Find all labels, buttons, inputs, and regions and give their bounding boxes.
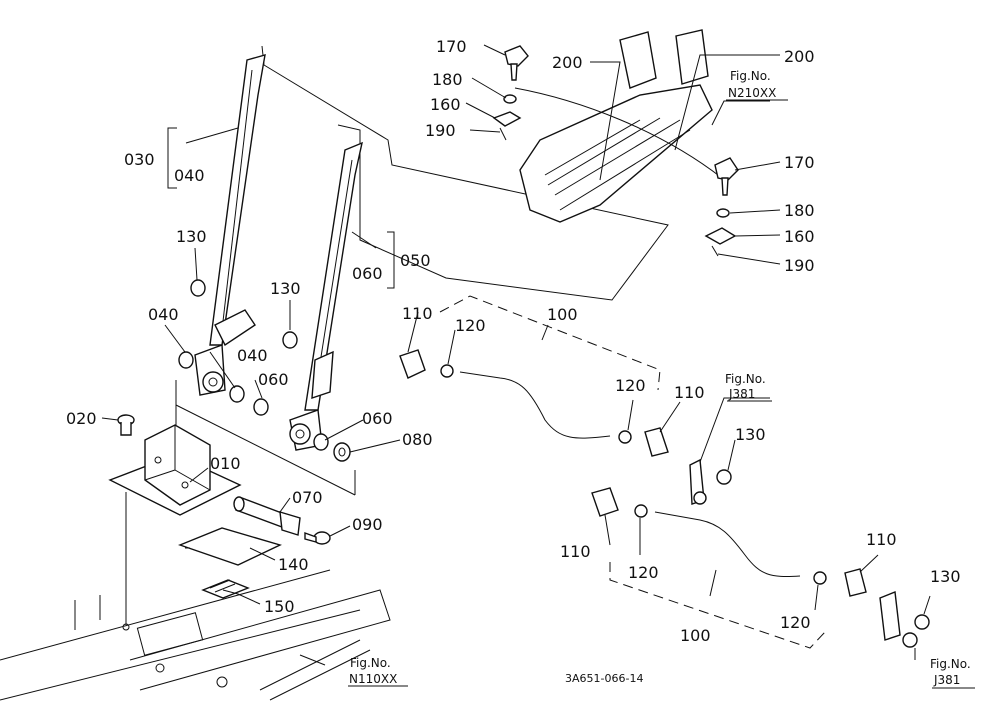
callout: 060: [352, 264, 383, 283]
figure-ref-line2: J381: [933, 673, 960, 687]
callout: 070: [292, 488, 323, 507]
figure-ref-n210xx: Fig.No. N210XX: [728, 69, 776, 100]
callout: 160: [784, 227, 815, 246]
pedal-assembly: [519, 29, 713, 223]
callout: 040: [174, 166, 205, 185]
callout: 040: [237, 346, 268, 365]
figure-ref-line1: Fig.No.: [350, 656, 391, 670]
figure-ref-line2: J381: [728, 387, 755, 401]
callout: 170: [436, 37, 467, 56]
drawing-code: 3A651-066-14: [565, 672, 643, 685]
bolt-020: [117, 414, 135, 436]
callout: 100: [547, 305, 578, 324]
callout: 110: [674, 383, 705, 402]
callout: 200: [552, 53, 583, 72]
callout: 130: [176, 227, 207, 246]
knob-170-lower: [704, 157, 739, 257]
callout: 010: [210, 454, 241, 473]
callout: 130: [930, 567, 961, 586]
callout: 110: [866, 530, 897, 549]
callout: 130: [270, 279, 301, 298]
figure-ref-j381-upper: Fig.No. J381: [725, 372, 766, 401]
assembly-outline: [261, 45, 669, 301]
callout: 040: [148, 305, 179, 324]
lever-060: [289, 141, 363, 451]
callout: 150: [264, 597, 295, 616]
callout: 050: [400, 251, 431, 270]
leader-lines: [101, 44, 931, 666]
bracket-010: [108, 424, 242, 516]
bolt-090: [304, 531, 331, 545]
cable-group-lower: [609, 562, 826, 649]
callout: 120: [780, 613, 811, 632]
callout: 060: [258, 370, 289, 389]
callout: 030: [124, 150, 155, 169]
figure-ref-line1: Fig.No.: [930, 657, 971, 671]
callout: 190: [784, 256, 815, 275]
callout: 120: [628, 563, 659, 582]
callout: 080: [402, 430, 433, 449]
callout: 200: [784, 47, 815, 66]
cable-100-upper: [399, 349, 732, 505]
callout: 170: [784, 153, 815, 172]
upper-cable: [514, 87, 723, 179]
callout: 060: [362, 409, 393, 428]
figure-ref-line2: N110XX: [349, 672, 397, 686]
figure-ref-line2: N210XX: [728, 86, 776, 100]
callout: 160: [430, 95, 461, 114]
callout: 130: [735, 425, 766, 444]
pin-070: [233, 496, 301, 536]
callout: 120: [615, 376, 646, 395]
callout: 090: [352, 515, 383, 534]
callout: 180: [784, 201, 815, 220]
callout: 190: [425, 121, 456, 140]
callout: 110: [402, 304, 433, 323]
callout: 140: [278, 555, 309, 574]
figure-ref-n110xx: Fig.No. N110XX: [349, 656, 397, 686]
callout: 020: [66, 409, 97, 428]
figure-ref-j381-lower: Fig.No. J381: [930, 657, 971, 687]
callout: 110: [560, 542, 591, 561]
callout: 120: [455, 316, 486, 335]
knob-170-upper: [492, 45, 529, 141]
figure-ref-line1: Fig.No.: [730, 69, 771, 83]
floor-panel: [0, 492, 391, 701]
plate-150: [201, 579, 250, 599]
plate-140: [178, 527, 282, 566]
figure-ref-line1: Fig.No.: [725, 372, 766, 386]
callout: 100: [680, 626, 711, 645]
lever-030: [194, 54, 266, 396]
callout: 180: [432, 70, 463, 89]
bushings: [178, 279, 351, 462]
cable-100-lower: [591, 487, 930, 648]
callout-labels: 170 180 160 190 200 200 170 180 160 190 …: [66, 37, 961, 645]
cable-group-upper: [439, 295, 661, 391]
